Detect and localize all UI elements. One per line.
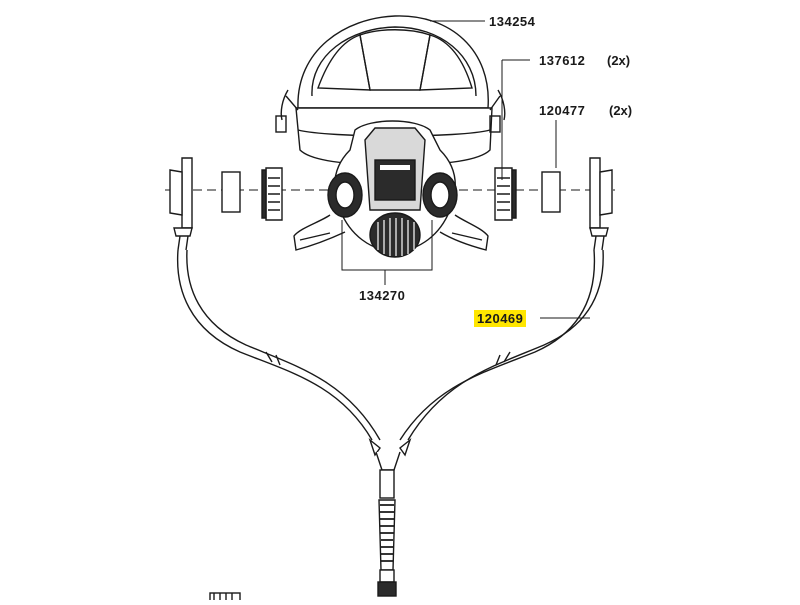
part-number-134270: 134270: [359, 288, 406, 303]
part-number-120469-highlighted: 120469: [474, 310, 527, 327]
leader-134270-bracket: [341, 220, 433, 271]
right-hose-connector: [589, 157, 613, 251]
breathing-hose: [176, 249, 604, 597]
helmet-shell: [275, 15, 506, 166]
part-number-134254: 134254: [489, 14, 536, 29]
part-number-120477: 120477: [539, 103, 586, 118]
left-hose-connector: [169, 157, 193, 251]
right-prefilter: [541, 171, 561, 213]
bottom-partial-part: [209, 592, 241, 604]
leader-lines: [341, 20, 590, 319]
left-filter-adapter: [261, 167, 283, 221]
left-prefilter: [221, 171, 241, 213]
part-number-137612: 137612: [539, 53, 586, 68]
right-filter-adapter: [494, 167, 517, 221]
quantity-120477: (2x): [609, 103, 633, 118]
quantity-137612: (2x): [607, 53, 631, 68]
facepiece: [293, 120, 489, 258]
